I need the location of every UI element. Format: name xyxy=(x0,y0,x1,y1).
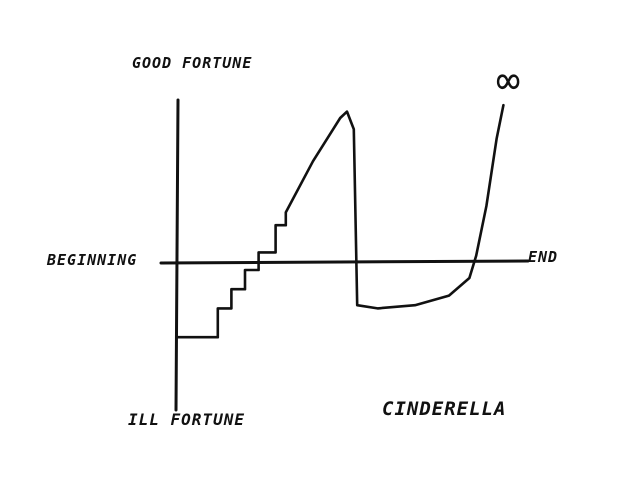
ill-fortune-label: ILL FORTUNE xyxy=(128,410,245,429)
end-label: END xyxy=(528,248,559,266)
plot-area xyxy=(175,103,505,339)
chart-title: CINDERELLA xyxy=(382,398,507,420)
y-axis xyxy=(174,98,180,412)
good-fortune-label: GOOD FORTUNE xyxy=(132,54,253,72)
beginning-label: BEGINNING xyxy=(47,251,138,269)
fortune-curve-line xyxy=(175,103,505,339)
infinity-annotation: ∞ xyxy=(496,58,521,104)
x-axis xyxy=(159,259,530,265)
